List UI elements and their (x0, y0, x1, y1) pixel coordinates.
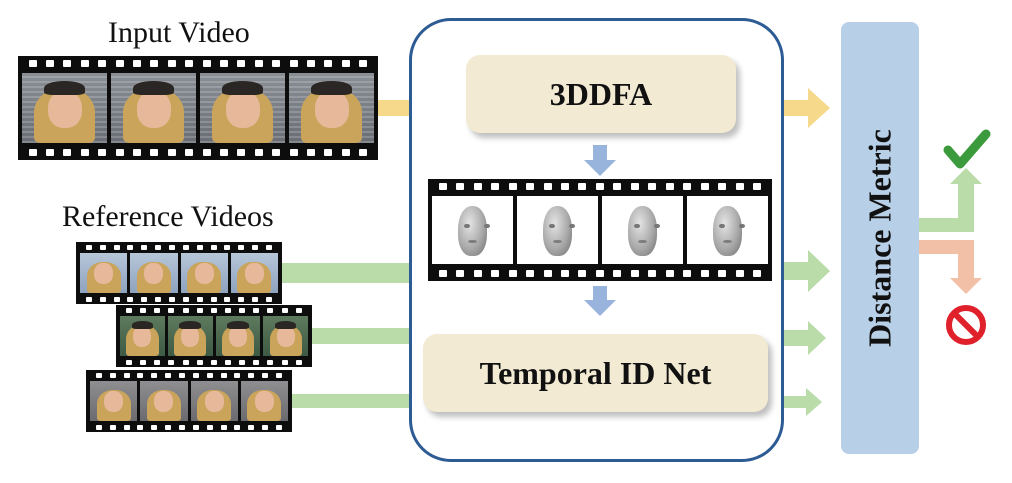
reference-videos-label: Reference Videos (62, 200, 274, 233)
input-frame (289, 73, 374, 143)
input-arrow-shaft (378, 100, 412, 116)
reference-frame (180, 253, 228, 293)
reference-frame (130, 253, 178, 293)
reference-frame (240, 381, 288, 421)
face-mesh-icon (542, 205, 573, 256)
output-arrow-ref-2 (784, 321, 826, 355)
reference-frame (190, 381, 238, 421)
reference-frame (167, 316, 213, 356)
input-frame (22, 73, 107, 143)
reference-frame (90, 381, 138, 421)
reference-video-filmstrip-3 (86, 370, 292, 432)
reject-arrow (919, 240, 982, 294)
reference-frame (230, 253, 278, 293)
down-arrow-2 (584, 286, 616, 316)
down-arrow-1 (584, 145, 616, 176)
no-entry-icon (946, 305, 986, 345)
mesh-frame (432, 196, 513, 264)
reference-frame (120, 316, 165, 356)
accept-arrow (919, 168, 982, 232)
3ddfa-box: 3DDFA (466, 55, 736, 133)
face-mesh-icon (712, 205, 743, 256)
output-arrow-ref-1 (784, 250, 830, 292)
temporal-id-net-box: Temporal ID Net (423, 334, 768, 412)
reference-frame (80, 253, 128, 293)
mesh-filmstrip (428, 179, 772, 281)
input-frame (200, 73, 285, 143)
reference-frame (140, 381, 188, 421)
face-mesh-icon (627, 205, 658, 256)
input-video-filmstrip (18, 56, 378, 160)
reference-video-filmstrip-1 (76, 242, 282, 304)
output-arrow-input (784, 88, 830, 128)
mesh-frame (687, 196, 768, 264)
reference-arrow-shaft-1 (282, 263, 412, 283)
reference-video-filmstrip-2 (116, 305, 312, 367)
reference-arrow-shaft-3 (292, 394, 412, 408)
reference-frame (263, 316, 308, 356)
check-icon (943, 129, 991, 169)
output-arrow-ref-3 (784, 388, 822, 416)
input-frame (111, 73, 196, 143)
mesh-frame (602, 196, 683, 264)
input-video-label: Input Video (108, 16, 250, 49)
mesh-frame (517, 196, 598, 264)
reference-arrow-shaft-2 (312, 328, 412, 344)
reference-frame (215, 316, 261, 356)
face-mesh-icon (457, 205, 488, 256)
distance-metric-box: Distance Metric (841, 22, 919, 454)
